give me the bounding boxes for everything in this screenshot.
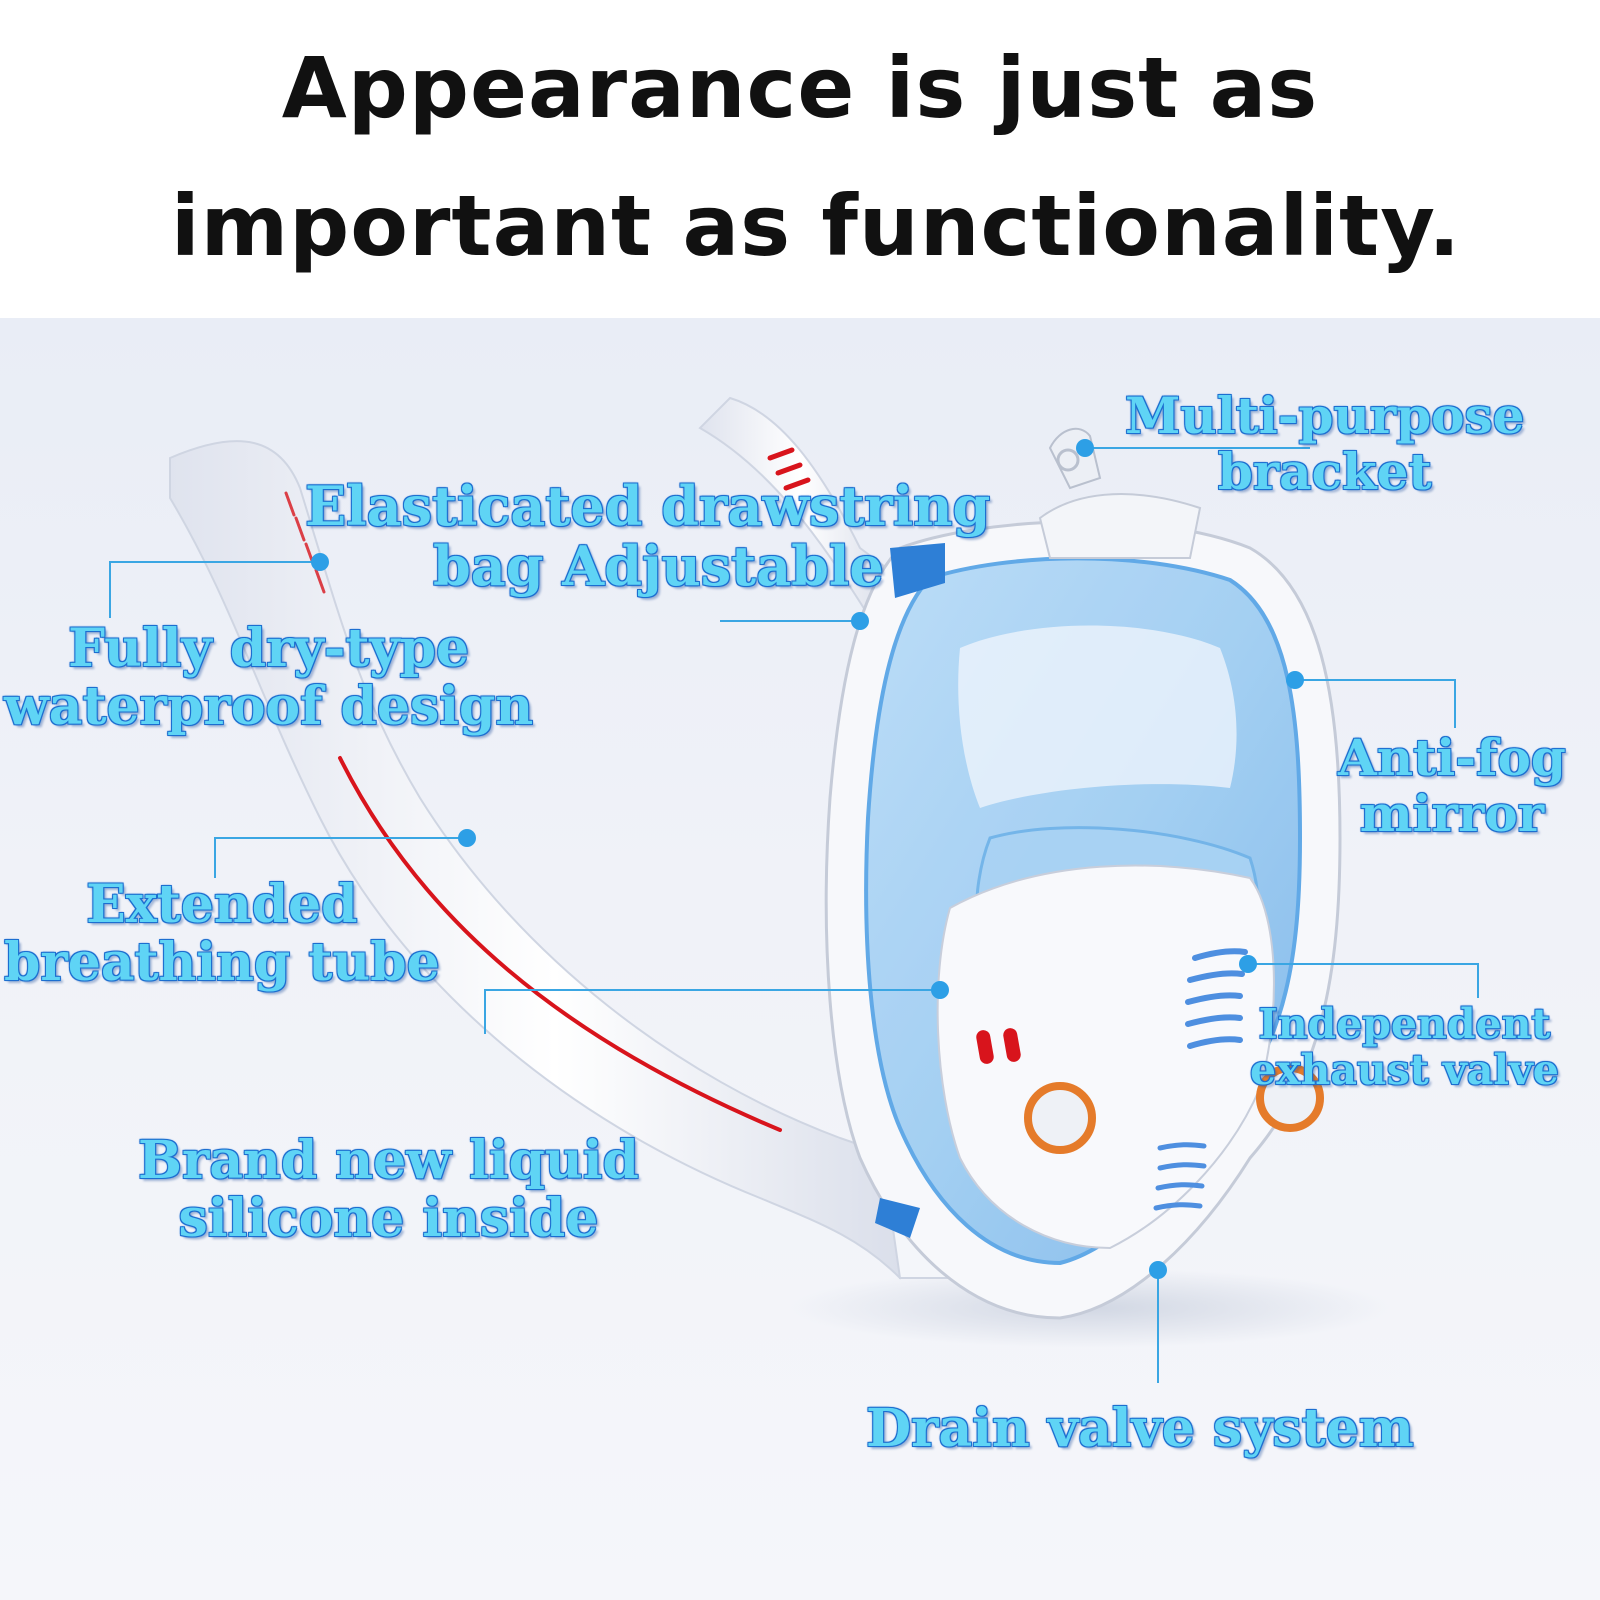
label-bracket-line-1: Multi-purpose <box>1125 386 1525 445</box>
headline-line-2: important as functionality. <box>170 177 1462 275</box>
label-exhaust-line-1: Independent <box>1258 1000 1551 1048</box>
label-anti-fog-line-1: Anti-fog <box>1338 728 1566 787</box>
label-silicone-line-2: silicone inside <box>178 1188 599 1250</box>
label-drain-valve-system: Drain valve system <box>866 1398 1414 1459</box>
label-multi-purpose-bracket: Multi-purpose bracket <box>1125 388 1524 500</box>
label-silicone-line-1: Brand new liquid <box>138 1130 639 1191</box>
label-drawstring-line-1: Elasticated drawstring <box>305 474 991 538</box>
label-drawstring-line-2: bag Adjustable <box>433 534 884 599</box>
label-extended-breathing-tube: Extended breathing tube <box>4 874 440 994</box>
headline-line-1: Appearance is just as <box>281 39 1319 137</box>
header-banner: Appearance is just as important as funct… <box>0 0 1600 318</box>
product-stage: Multi-purpose bracket Elasticated drawst… <box>0 318 1600 1600</box>
label-exhaust-line-2: exhaust valve <box>1250 1045 1559 1094</box>
mask-body <box>824 427 1342 1320</box>
label-fully-dry-type: Fully dry-type waterproof design <box>4 618 534 738</box>
label-drain-line-1: Drain valve system <box>866 1398 1414 1459</box>
label-tube-line-2: breathing tube <box>4 932 440 994</box>
label-independent-exhaust-valve: Independent exhaust valve <box>1250 1000 1559 1094</box>
leader-lines <box>109 439 1479 1383</box>
label-dry-type-line-2: waterproof design <box>4 676 534 738</box>
label-tube-line-1: Extended <box>86 874 358 935</box>
label-bracket-line-2: bracket <box>1217 442 1432 501</box>
label-anti-fog-mirror: Anti-fog mirror <box>1338 730 1566 842</box>
label-brand-new-liquid-silicone: Brand new liquid silicone inside <box>138 1130 639 1250</box>
label-elasticated-drawstring: Elasticated drawstring bag Adjustable <box>305 476 990 597</box>
label-anti-fog-line-2: mirror <box>1359 784 1545 843</box>
label-dry-type-line-1: Fully dry-type <box>68 618 470 679</box>
snorkel-mask-illustration <box>109 396 1479 1383</box>
